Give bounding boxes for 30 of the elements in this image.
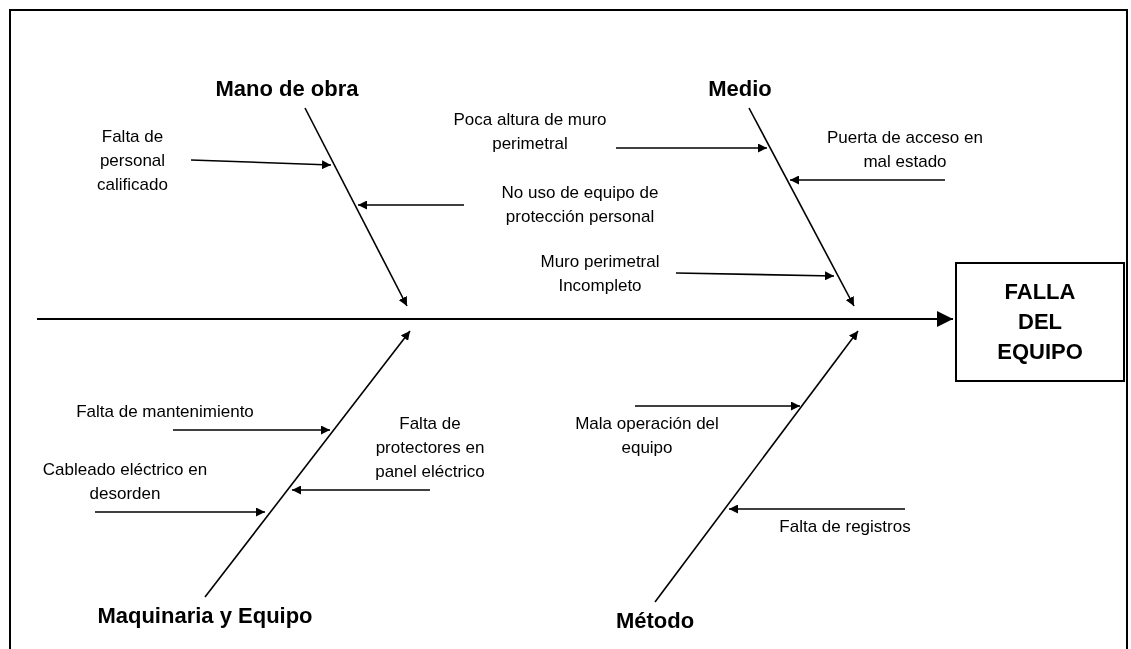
arrow: [675, 271, 835, 281]
category-label: Método: [585, 608, 725, 634]
effect-box: FALLA DEL EQUIPO: [955, 262, 1125, 382]
arrow: [634, 401, 801, 411]
arrow: [172, 425, 331, 435]
category-label: Maquinaria y Equipo: [70, 603, 340, 629]
cause-label: No uso de equipo de protección personal: [470, 181, 690, 229]
arrow: [789, 175, 946, 185]
bone-arrow: [204, 330, 411, 598]
cause-label: Poca altura de muro perimetral: [450, 108, 610, 156]
arrow: [728, 504, 906, 514]
cause-label: Falta de mantenimiento: [30, 400, 300, 424]
spine-arrow: [36, 311, 954, 327]
bone-arrow: [748, 107, 855, 307]
bone-arrow: [304, 107, 408, 307]
cause-label: Cableado eléctrico en desorden: [40, 458, 210, 506]
arrow: [615, 143, 768, 153]
category-label: Mano de obra: [187, 76, 387, 102]
cause-label: Muro perimetral Incompleto: [530, 250, 670, 298]
bone-arrow: [654, 330, 859, 603]
cause-label: Mala operación del equipo: [572, 412, 722, 460]
arrow: [291, 485, 431, 495]
category-label: Medio: [690, 76, 790, 102]
cause-label: Falta de personal calificado: [80, 125, 185, 197]
arrow: [357, 200, 465, 210]
cause-label: Puerta de acceso en mal estado: [825, 126, 985, 174]
cause-label: Falta de registros: [760, 515, 930, 539]
arrow: [190, 159, 332, 170]
cause-label: Falta de protectores en panel eléctrico: [365, 412, 495, 484]
arrow: [94, 507, 266, 517]
